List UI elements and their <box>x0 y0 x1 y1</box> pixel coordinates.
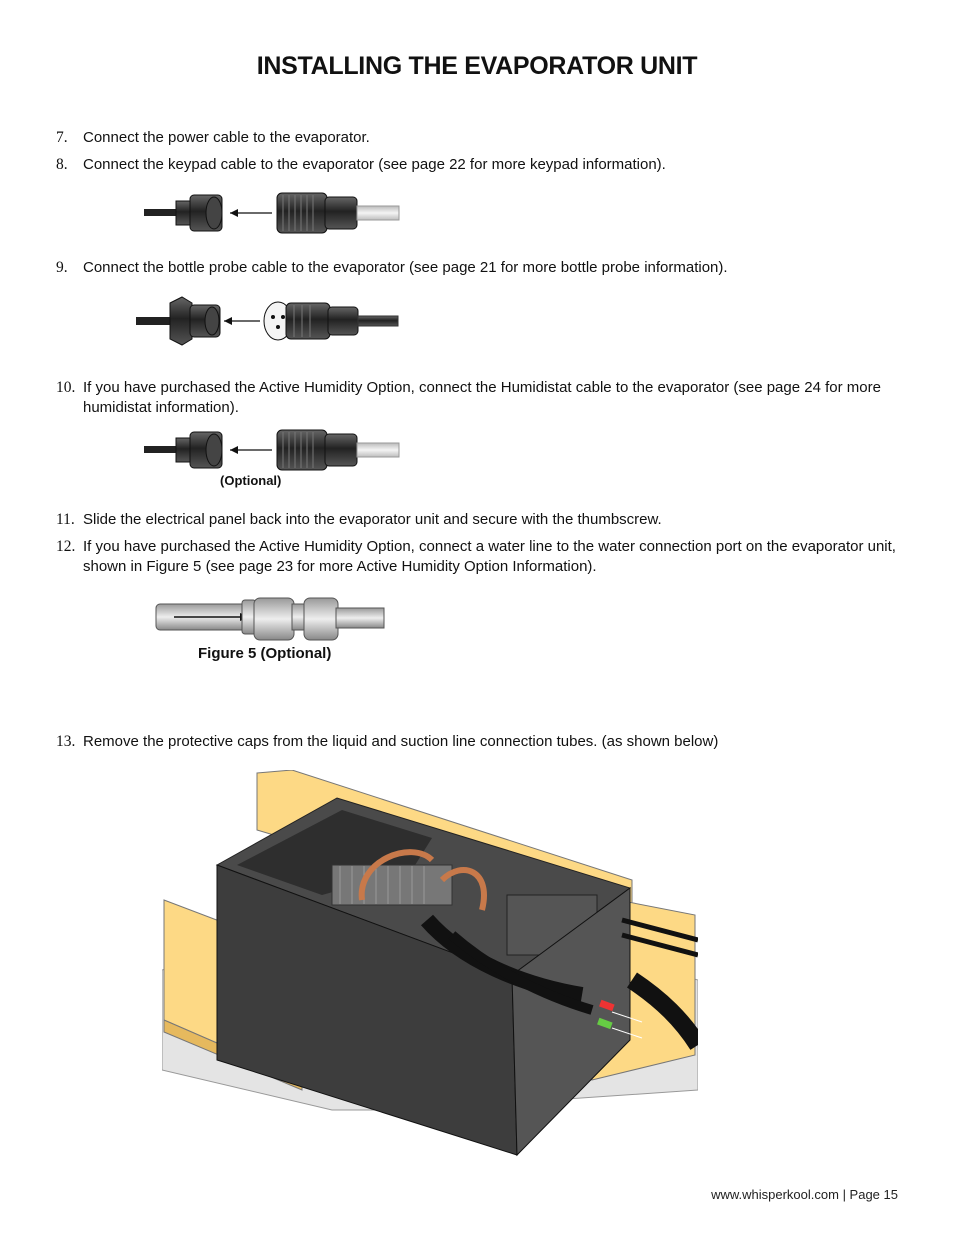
step-text: Slide the electrical panel back into the… <box>83 511 662 528</box>
keypad-cable-illustration <box>144 192 400 234</box>
page-title: INSTALLING THE EVAPORATOR UNIT <box>256 52 698 80</box>
figure-5-caption: Figure 5 (Optional) <box>198 645 332 662</box>
evaporator-unit-illustration <box>162 770 698 1157</box>
step-number: 13. <box>56 733 76 750</box>
step-12: 12. If you have purchased the Active Hum… <box>56 537 896 577</box>
bottle-probe-cable-illustration <box>136 296 399 346</box>
water-line-illustration <box>155 597 385 641</box>
step-text: Connect the power cable to the evaporato… <box>83 129 370 146</box>
step-text: If you have purchased the Active Humidit… <box>83 379 881 416</box>
step-8: 8. Connect the keypad cable to the evapo… <box>56 155 896 175</box>
humidistat-caption: (Optional) <box>220 473 282 488</box>
step-number: 7. <box>56 129 68 146</box>
step-text: Connect the keypad cable to the evaporat… <box>83 156 666 173</box>
humidistat-cable-illustration <box>144 429 400 471</box>
step-9: 9. Connect the bottle probe cable to the… <box>56 258 896 278</box>
step-number: 11. <box>56 511 75 528</box>
step-11: 11. Slide the electrical panel back into… <box>56 510 896 530</box>
step-number: 10. <box>56 379 76 396</box>
step-text: Remove the protective caps from the liqu… <box>83 733 719 750</box>
step-7: 7. Connect the power cable to the evapor… <box>56 128 896 148</box>
step-number: 8. <box>56 156 68 173</box>
step-10: 10. If you have purchased the Active Hum… <box>56 378 896 418</box>
step-number: 12. <box>56 538 76 555</box>
step-13: 13. Remove the protective caps from the … <box>56 732 896 752</box>
page-footer: www.whisperkool.com | Page 15 <box>711 1187 898 1202</box>
step-text: If you have purchased the Active Humidit… <box>83 538 896 575</box>
step-text: Connect the bottle probe cable to the ev… <box>83 259 728 276</box>
step-number: 9. <box>56 259 68 276</box>
